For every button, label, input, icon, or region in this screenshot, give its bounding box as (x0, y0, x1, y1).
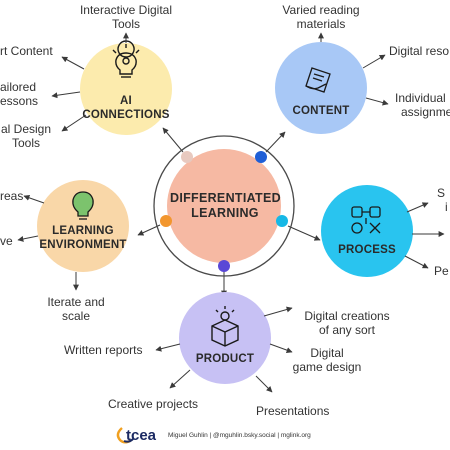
label-env-iterate-scale-line1: Iterate and (47, 295, 105, 309)
label-env-iterate-scale: Iterate and scale (36, 295, 116, 323)
label-ai-left2-line2: essons (0, 94, 39, 108)
center-title-line1: DIFFERENTIATED (170, 191, 281, 205)
lightbulb-globe-icon (72, 191, 94, 220)
node-ai-title-line1: AI (120, 95, 132, 107)
arrow-ai-left1 (61, 56, 85, 70)
label-product-creative-projects: Creative projects (108, 397, 199, 411)
label-product-game-design-line2: game design (292, 360, 362, 374)
arrow-env-left2 (17, 235, 39, 242)
label-product-game-design: Digital game design (282, 346, 372, 374)
connector-dot-environment (160, 215, 172, 227)
label-process-right1-line2: i (445, 200, 448, 214)
label-product-digital-creations-line1: Digital creations (304, 309, 390, 323)
center-title: DIFFERENTIATED LEARNING (170, 191, 281, 221)
arrow-product-right1 (263, 306, 293, 317)
connector-process (287, 225, 321, 241)
node-ai-circle (80, 43, 172, 135)
arrow-product-bottom-left (169, 369, 191, 389)
label-product-digital-creations: Digital creations of any sort (292, 309, 402, 337)
connector-dot-content (255, 151, 267, 163)
tcea-swoosh-icon (116, 427, 134, 444)
node-environment-circle (37, 180, 129, 272)
label-ai-left3-line2: Tools (11, 136, 40, 150)
label-product-digital-creations-line2: of any sort (318, 323, 376, 337)
arrow-ai-left2 (51, 91, 81, 99)
label-content-varied-reading: Varied reading materials (266, 3, 376, 31)
label-ai-left2: ailored essons (0, 80, 38, 108)
product-box-icon (211, 306, 239, 347)
node-content-circle (275, 42, 367, 134)
reading-hand-icon (305, 67, 331, 93)
label-product-written-reports: Written reports (64, 343, 143, 357)
node-process-title: PROCESS (338, 244, 396, 256)
arrow-product-bottom-right (255, 375, 273, 393)
hub-connectors (137, 127, 321, 297)
node-ai-title-line2: CONNECTIONS (82, 109, 170, 121)
label-content-individual: Individual assignme (395, 91, 450, 119)
node-product-title: PRODUCT (195, 353, 255, 365)
label-ai-left2-line1: ailored (0, 80, 37, 94)
outer-arrows (17, 32, 445, 393)
label-content-individual-line1: Individual (395, 91, 446, 105)
node-content-title: CONTENT (292, 105, 350, 117)
label-ai-left3: al Design Tools (0, 122, 52, 150)
node-environment-title-line2: ENVIRONMENT (39, 239, 127, 251)
arrow-process-right3 (404, 255, 429, 269)
label-ai-interactive-tools-line1: Interactive Digital (79, 3, 173, 17)
connector-dot-process (276, 215, 288, 227)
node-environment-title-line1: LEARNING (52, 225, 114, 237)
connector-environment (137, 224, 161, 236)
label-product-game-design-line1: Digital (310, 346, 344, 360)
node-environment-title: LEARNING ENVIRONMENT (33, 224, 133, 252)
label-ai-left3-line1: al Design (0, 122, 52, 136)
connector-ai (162, 127, 184, 153)
label-content-individual-line2: assignme (401, 105, 450, 119)
label-env-left2: ve (0, 234, 13, 248)
center-title-line2: LEARNING (191, 206, 259, 220)
arrow-process-right1 (406, 202, 429, 213)
node-ai-title: AI CONNECTIONS (76, 94, 176, 122)
process-cycle-icon (351, 206, 381, 234)
arrow-product-right2 (269, 343, 293, 353)
footer-brand: tcea (126, 427, 157, 444)
hub-circle (167, 149, 281, 263)
hub-ring (153, 135, 295, 277)
label-process-right1: S i (437, 186, 448, 214)
arrow-content-right2 (365, 97, 389, 106)
footer: tcea Miguel Guhlin | @mguhlin.bsky.socia… (118, 425, 378, 445)
label-process-right1-line1: S (437, 186, 446, 200)
node-process-circle (321, 185, 413, 277)
lightbulb-gear-icon (112, 40, 140, 78)
connector-dot-product (218, 260, 230, 272)
label-process-right2: Pe (434, 264, 449, 278)
label-ai-left1: rt Content (0, 44, 53, 58)
arrow-product-left (155, 343, 181, 352)
label-content-digital-reso: Digital reso (389, 44, 450, 58)
label-content-varied-reading-line2: materials (296, 17, 346, 31)
arrow-env-left1 (23, 194, 45, 204)
footer-credit: Miguel Guhlin | @mguhlin.bsky.social | m… (168, 432, 311, 439)
label-content-varied-reading-line1: Varied reading (282, 3, 360, 17)
label-env-left1: reas (0, 189, 24, 203)
connector-dot-ai (181, 151, 193, 163)
label-product-presentations: Presentations (256, 404, 330, 418)
label-ai-interactive-tools: Interactive Digital Tools (66, 3, 186, 31)
label-ai-interactive-tools-line2: Tools (111, 17, 140, 31)
label-env-iterate-scale-line2: scale (61, 309, 90, 323)
arrow-content-right1 (362, 54, 386, 69)
connector-content (265, 131, 286, 153)
arrow-ai-left3 (61, 114, 87, 132)
